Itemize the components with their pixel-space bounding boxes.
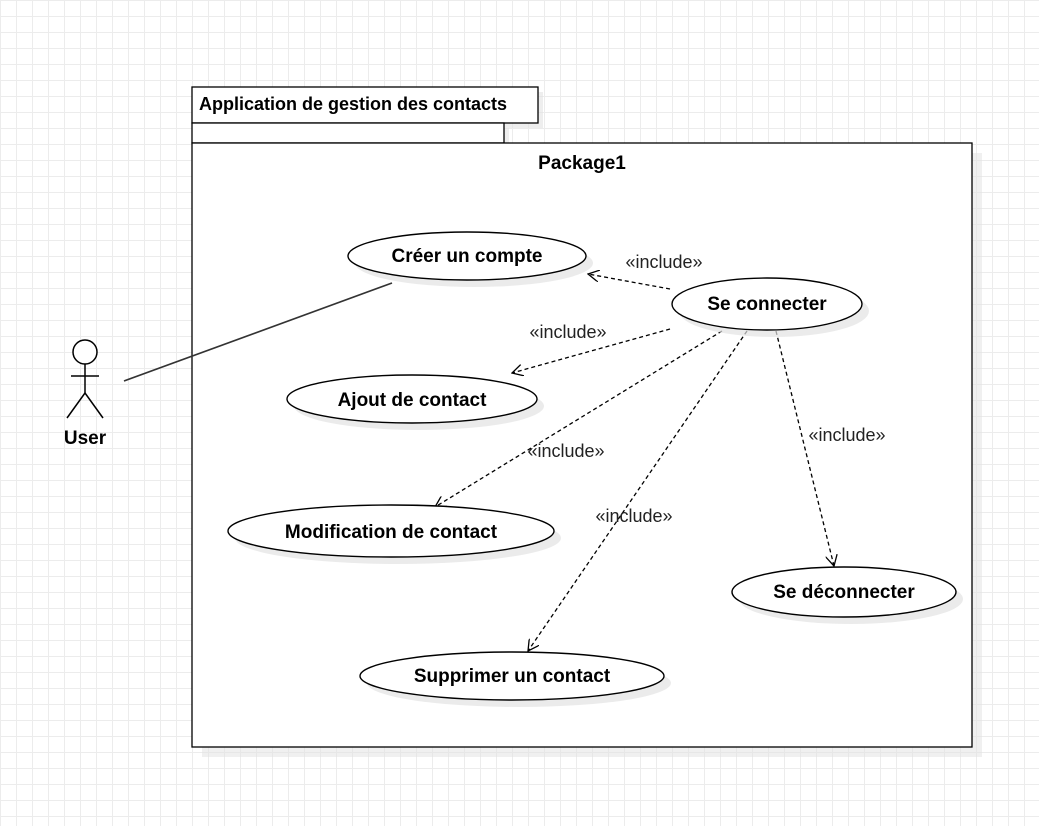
- package-package1[interactable]: Package1: [191, 142, 982, 757]
- include-supprimer-label: «include»: [595, 506, 672, 526]
- use-case-deconnecter-label: Se déconnecter: [773, 582, 915, 603]
- use-case-ajout-label: Ajout de contact: [338, 390, 488, 411]
- include-modification[interactable]: «include»: [435, 330, 723, 507]
- include-supprimer[interactable]: «include»: [528, 330, 748, 651]
- include-deconnecter[interactable]: «include»: [775, 330, 886, 566]
- package-application[interactable]: Application de gestion des contacts: [191, 86, 543, 148]
- use-case-connecter-label: Se connecter: [707, 294, 827, 315]
- actor-user[interactable]: User: [64, 339, 107, 449]
- include-ajout[interactable]: «include»: [512, 322, 671, 373]
- use-case-modification-label: Modification de contact: [285, 522, 498, 543]
- use-case-supprimer-un-contact[interactable]: Supprimer un contact: [359, 651, 671, 707]
- package-application-name: Application de gestion des contacts: [199, 94, 507, 114]
- include-modification-label: «include»: [527, 441, 604, 461]
- use-case-se-deconnecter[interactable]: Se déconnecter: [731, 566, 963, 624]
- use-case-modification-de-contact[interactable]: Modification de contact: [227, 504, 561, 564]
- package-package1-name: Package1: [538, 153, 626, 174]
- include-creer-label: «include»: [625, 252, 702, 272]
- include-ajout-label: «include»: [529, 322, 606, 342]
- actor-user-name: User: [64, 428, 107, 449]
- include-creer[interactable]: «include»: [588, 252, 703, 290]
- use-case-creer-un-compte[interactable]: Créer un compte: [347, 231, 593, 287]
- use-case-se-connecter[interactable]: Se connecter: [671, 277, 869, 337]
- use-case-ajout-de-contact[interactable]: Ajout de contact: [286, 374, 544, 430]
- include-deconnecter-label: «include»: [808, 425, 885, 445]
- association-user-creer[interactable]: [123, 282, 393, 382]
- use-case-creer-label: Créer un compte: [392, 246, 543, 267]
- use-case-supprimer-label: Supprimer un contact: [414, 666, 611, 687]
